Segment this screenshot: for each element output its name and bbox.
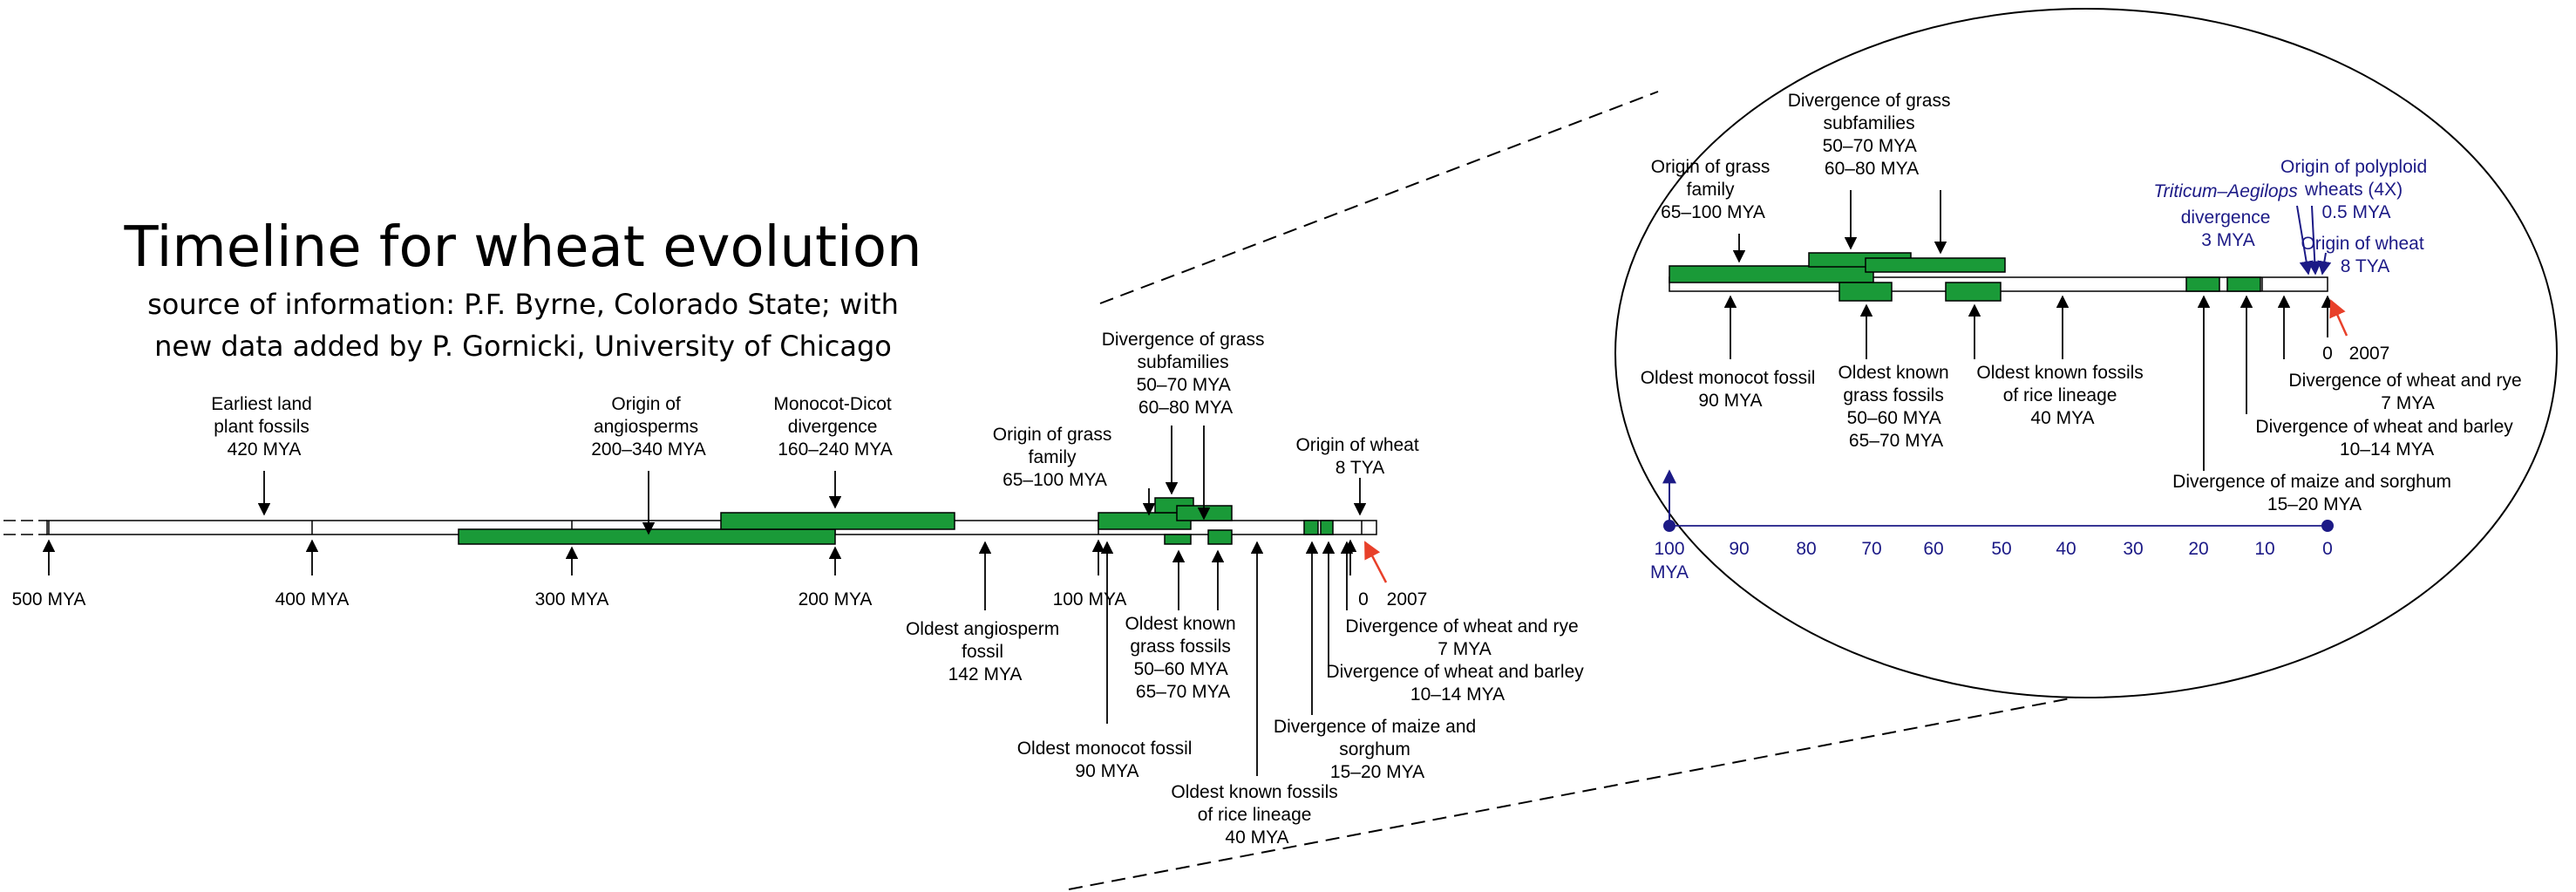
zoom-bar-grass-fossils-a	[1839, 282, 1893, 302]
zoom-event-maize-sorghum: Divergence of maize and sorghum 15–20 MY…	[2172, 472, 2457, 514]
zoom-event-oldest-monocot: Oldest monocot fossil 90 MYA	[1641, 368, 1821, 411]
zoom-ellipse	[1614, 8, 2558, 698]
zoom-event-rice-lineage: Oldest known fossils of rice lineage 40 …	[1976, 363, 2148, 428]
zoom-scale-ticks: 100 MYA 90 80 70 60 50 40 30 20 10 0	[1650, 539, 2333, 582]
axis-tick-100: 100 MYA	[1053, 589, 1127, 609]
event-monocot-dicot: Monocot-Dicot divergence 160–240 MYA	[773, 394, 896, 460]
bar-angiosperms	[458, 528, 836, 545]
zoom-event-wheat-rye: Divergence of wheat and rye 7 MYA	[2288, 371, 2526, 413]
zoom-event-origin-grass-family: Origin of grass family 65–100 MYA	[1651, 157, 1775, 222]
zoom-guide-top	[1099, 91, 1659, 304]
zoom-bar-grass-family	[1669, 265, 1874, 283]
event-oldest-monocot: Oldest monocot fossil 90 MYA	[1017, 739, 1198, 781]
subtitle-line-2: new data added by P. Gornicki, Universit…	[154, 330, 892, 363]
zoom-bar-grass-fossils-b	[1945, 282, 2002, 302]
zoom-bar-wheat-barley	[2226, 276, 2261, 292]
event-rice-lineage: Oldest known fossils of rice lineage 40 …	[1171, 782, 1342, 848]
zoom-tick-70: 70	[1861, 539, 1881, 559]
event-maize-sorghum: Divergence of maize and sorghum 15–20 MY…	[1274, 717, 1481, 782]
zoom-bar-maize-sorghum	[2185, 276, 2220, 292]
axis-year-2007: 2007	[1387, 589, 1428, 609]
zoom-tick-80: 80	[1796, 539, 1816, 559]
zoom-inset: Divergence of grass subfamilies 50–70 MY…	[1614, 8, 2558, 698]
bar-maize-sorghum	[1303, 520, 1319, 535]
arrow-origin-wheat	[2317, 252, 2332, 276]
bar-grass-fossils-a	[1164, 534, 1192, 545]
zoom-event-polyploid-wheats: Origin of polyploid wheats (4X) 0.5 MYA	[2280, 157, 2432, 222]
event-origin-angiosperms: Origin of angiosperms 200–340 MYA	[591, 394, 706, 460]
zoom-present-day-arrow	[2329, 299, 2348, 337]
zoom-tick-90: 90	[1729, 539, 1749, 559]
bar-wheat-barley	[1320, 520, 1334, 535]
zoom-tick-100: 100	[1654, 539, 1684, 559]
event-oldest-grass-fossils: Oldest known grass fossils 50–60 MYA 65–…	[1125, 614, 1240, 702]
main-timeline: 500 MYA 400 MYA 300 MYA 200 MYA 100 MYA …	[3, 330, 1588, 848]
zoom-axis-year: 2007	[2349, 344, 2390, 364]
zoom-tick-10: 10	[2254, 539, 2274, 559]
event-grass-subfamilies: Divergence of grass subfamilies 50–70 MY…	[1102, 330, 1270, 418]
zoom-guide-bottom	[1068, 690, 2112, 890]
zoom-tick-40: 40	[2056, 539, 2076, 559]
event-wheat-rye: Divergence of wheat and rye 7 MYA	[1345, 616, 1583, 659]
event-oldest-angiosperm: Oldest angiosperm fossil 142 MYA	[906, 619, 1064, 684]
zoom-bar-grass-subfamilies-b	[1865, 257, 2006, 273]
axis-tick-zero: 0	[1358, 589, 1369, 609]
axis-tick-500: 500 MYA	[12, 589, 86, 609]
zoom-tick-60: 60	[1923, 539, 1943, 559]
zoom-scale-end-dot	[2321, 520, 2334, 532]
zoom-tick-unit: MYA	[1650, 562, 1689, 582]
zoom-event-wheat-barley: Divergence of wheat and barley 10–14 MYA	[2255, 417, 2518, 460]
axis-tick-300: 300 MYA	[535, 589, 609, 609]
event-origin-wheat: Origin of wheat 8 TYA	[1295, 435, 1424, 478]
page-title: Timeline for wheat evolution	[123, 215, 921, 280]
axis-tick-400: 400 MYA	[275, 589, 350, 609]
arrow-triticum-aegilops	[2296, 205, 2314, 276]
zoom-event-origin-wheat: Origin of wheat 8 TYA	[2301, 234, 2429, 276]
zoom-event-grass-subfamilies: Divergence of grass subfamilies 50–70 MY…	[1788, 91, 1956, 179]
zoom-scale-start-dot	[1663, 520, 1675, 532]
zoom-event-oldest-grass-fossils: Oldest known grass fossils 50–60 MYA 65–…	[1838, 363, 1954, 451]
zoom-tick-20: 20	[2188, 539, 2208, 559]
axis-tick-200: 200 MYA	[799, 589, 873, 609]
event-earliest-land-plants: Earliest land plant fossils 420 MYA	[211, 394, 316, 460]
zoom-axis-zero: 0	[2322, 344, 2333, 364]
event-origin-grass-family: Origin of grass family 65–100 MYA	[993, 425, 1117, 490]
bar-monocot-dicot	[720, 512, 955, 530]
subtitle-line-1: source of information: P.F. Byrne, Color…	[147, 288, 899, 321]
zoom-event-triticum-aegilops: Triticum–Aegilops divergence 3 MYA	[2153, 181, 2302, 250]
present-day-arrow	[1363, 541, 1388, 583]
event-wheat-barley: Divergence of wheat and barley 10–14 MYA	[1326, 662, 1588, 705]
zoom-tick-0: 0	[2322, 539, 2333, 559]
bar-grass-fossils-b	[1207, 529, 1233, 545]
zoom-tick-50: 50	[1991, 539, 2011, 559]
zoom-tick-30: 30	[2123, 539, 2143, 559]
arrow-polyploid-wheats	[2308, 205, 2322, 276]
